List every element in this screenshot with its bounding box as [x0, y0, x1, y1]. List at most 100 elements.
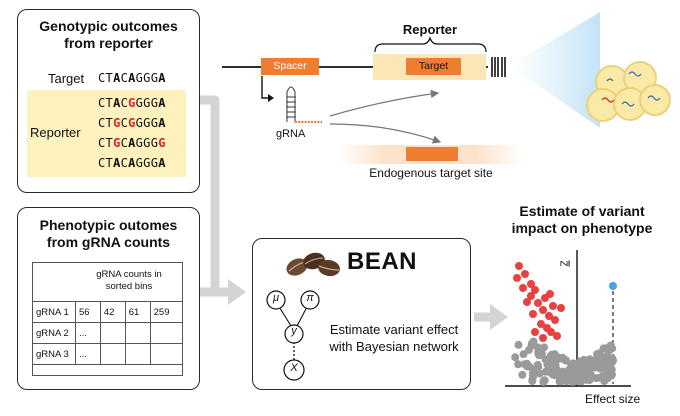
counts-table-box: gRNA counts in sorted bins gRNA 1 56 42 … — [32, 262, 184, 376]
delivery-beam — [510, 12, 600, 128]
sequence-segment: A — [113, 156, 121, 170]
gray-point — [603, 365, 611, 374]
red-point — [553, 332, 561, 340]
sequence-segment: C — [120, 136, 129, 150]
bean-panel: BEAN μ π y X Estimate variant effect wit… — [252, 238, 471, 390]
phenotypic-title-line2: from gRNA counts — [46, 234, 171, 250]
reporter-sequence-3: CTGCAGGGG — [98, 136, 166, 150]
row-label: gRNA 1 — [32, 301, 76, 323]
table-cell: 259 — [149, 301, 184, 323]
gray-point — [511, 353, 520, 362]
mismatch-base: G — [128, 116, 136, 130]
gray-point — [608, 354, 617, 363]
sequence-segment: CT — [98, 156, 114, 170]
reporter-label: Reporter — [30, 125, 81, 140]
mismatch-base: G — [128, 96, 136, 110]
red-point — [527, 280, 535, 288]
red-point — [519, 284, 527, 292]
red-point — [539, 306, 547, 314]
mismatch-base: G — [158, 136, 166, 150]
red-point — [513, 274, 521, 282]
red-point — [529, 310, 537, 318]
volcano-plot — [505, 250, 631, 387]
grna-label: gRNA — [276, 128, 306, 140]
volcano-xlabel: Effect size — [585, 392, 641, 406]
row-label: gRNA 3 — [32, 343, 76, 365]
gray-point — [535, 351, 544, 360]
gray-point — [600, 377, 609, 385]
gray-point — [539, 377, 548, 386]
row-label: gRNA 2 — [32, 322, 76, 344]
red-point — [549, 302, 557, 310]
node-x: X — [290, 362, 298, 374]
sequence-segment: CT — [98, 71, 114, 85]
red-point — [531, 286, 539, 294]
table-cell: ... — [75, 343, 101, 365]
red-point — [534, 299, 542, 307]
gray-point — [608, 344, 617, 353]
red-point — [531, 328, 539, 336]
sequence-segment: A — [128, 136, 136, 150]
sequence-segment: CT — [98, 136, 114, 150]
gray-point — [566, 364, 575, 373]
gray-point — [568, 377, 577, 386]
target-box — [406, 58, 461, 75]
reporter-sequence-2: CTGCGGGGA — [98, 116, 166, 130]
gray-point — [596, 364, 605, 373]
reporter-construct-diagram — [222, 12, 671, 164]
gray-point — [557, 369, 566, 378]
grna-to-reporter-arrow — [329, 89, 440, 117]
bean-description-line1: Estimate variant effect — [329, 322, 459, 337]
red-point — [551, 316, 559, 324]
sequence-segment: A — [113, 96, 121, 110]
table-cell — [149, 343, 184, 365]
bayesian-network-graph — [266, 290, 320, 381]
table-cell — [149, 322, 184, 344]
gray-point — [597, 357, 606, 366]
table-cell — [99, 322, 126, 344]
sequence-segment: GGG — [135, 136, 159, 150]
table-row: gRNA 2 ... — [32, 322, 184, 344]
reporter-highlight — [27, 90, 186, 177]
sequence-segment: C — [120, 116, 129, 130]
gray-point — [523, 362, 532, 371]
red-point — [515, 262, 523, 270]
table-cell — [99, 343, 126, 365]
gray-point — [525, 345, 533, 354]
spacer-label: Spacer — [273, 60, 307, 72]
gray-point — [533, 343, 542, 352]
sequence-segment: A — [113, 71, 121, 85]
red-point — [541, 294, 549, 302]
table-cell — [124, 322, 151, 344]
counts-header: gRNA counts in sorted bins — [75, 269, 183, 293]
sequence-segment: C — [120, 96, 129, 110]
node-y: y — [291, 325, 297, 337]
phenotypic-title: Phenotypic outomes from gRNA counts — [18, 217, 199, 251]
red-point — [537, 320, 545, 328]
table-row: gRNA 1 56 42 61 259 — [32, 301, 184, 323]
table-cell: 42 — [99, 301, 126, 323]
sequence-segment: A — [158, 156, 166, 170]
gray-point — [535, 369, 544, 378]
gray-point — [558, 353, 567, 362]
target-box-label: Target — [418, 60, 449, 72]
target-sequence: CTACAGGGA — [98, 71, 166, 85]
sequence-segment: C — [120, 71, 129, 85]
hairpin-grna-icon — [286, 86, 322, 124]
reporter-construct-label: Reporter — [402, 22, 458, 37]
spacer-box — [261, 58, 319, 75]
sequence-segment: CT — [98, 116, 114, 130]
genotypic-title-line1: Genotypic outcomes — [39, 18, 178, 34]
sequence-segment: A — [158, 96, 166, 110]
gray-point — [518, 370, 527, 379]
sequence-segment: GGG — [135, 156, 159, 170]
gray-point — [582, 375, 591, 384]
mismatch-base: G — [113, 136, 121, 150]
gray-point — [580, 355, 588, 364]
gray-point — [529, 365, 538, 374]
counts-header-line2: sorted bins — [105, 281, 153, 292]
sequence-segment: A — [128, 71, 136, 85]
table-cell: 56 — [75, 301, 101, 323]
estimate-title-line1: Estimate of variant — [519, 203, 645, 219]
